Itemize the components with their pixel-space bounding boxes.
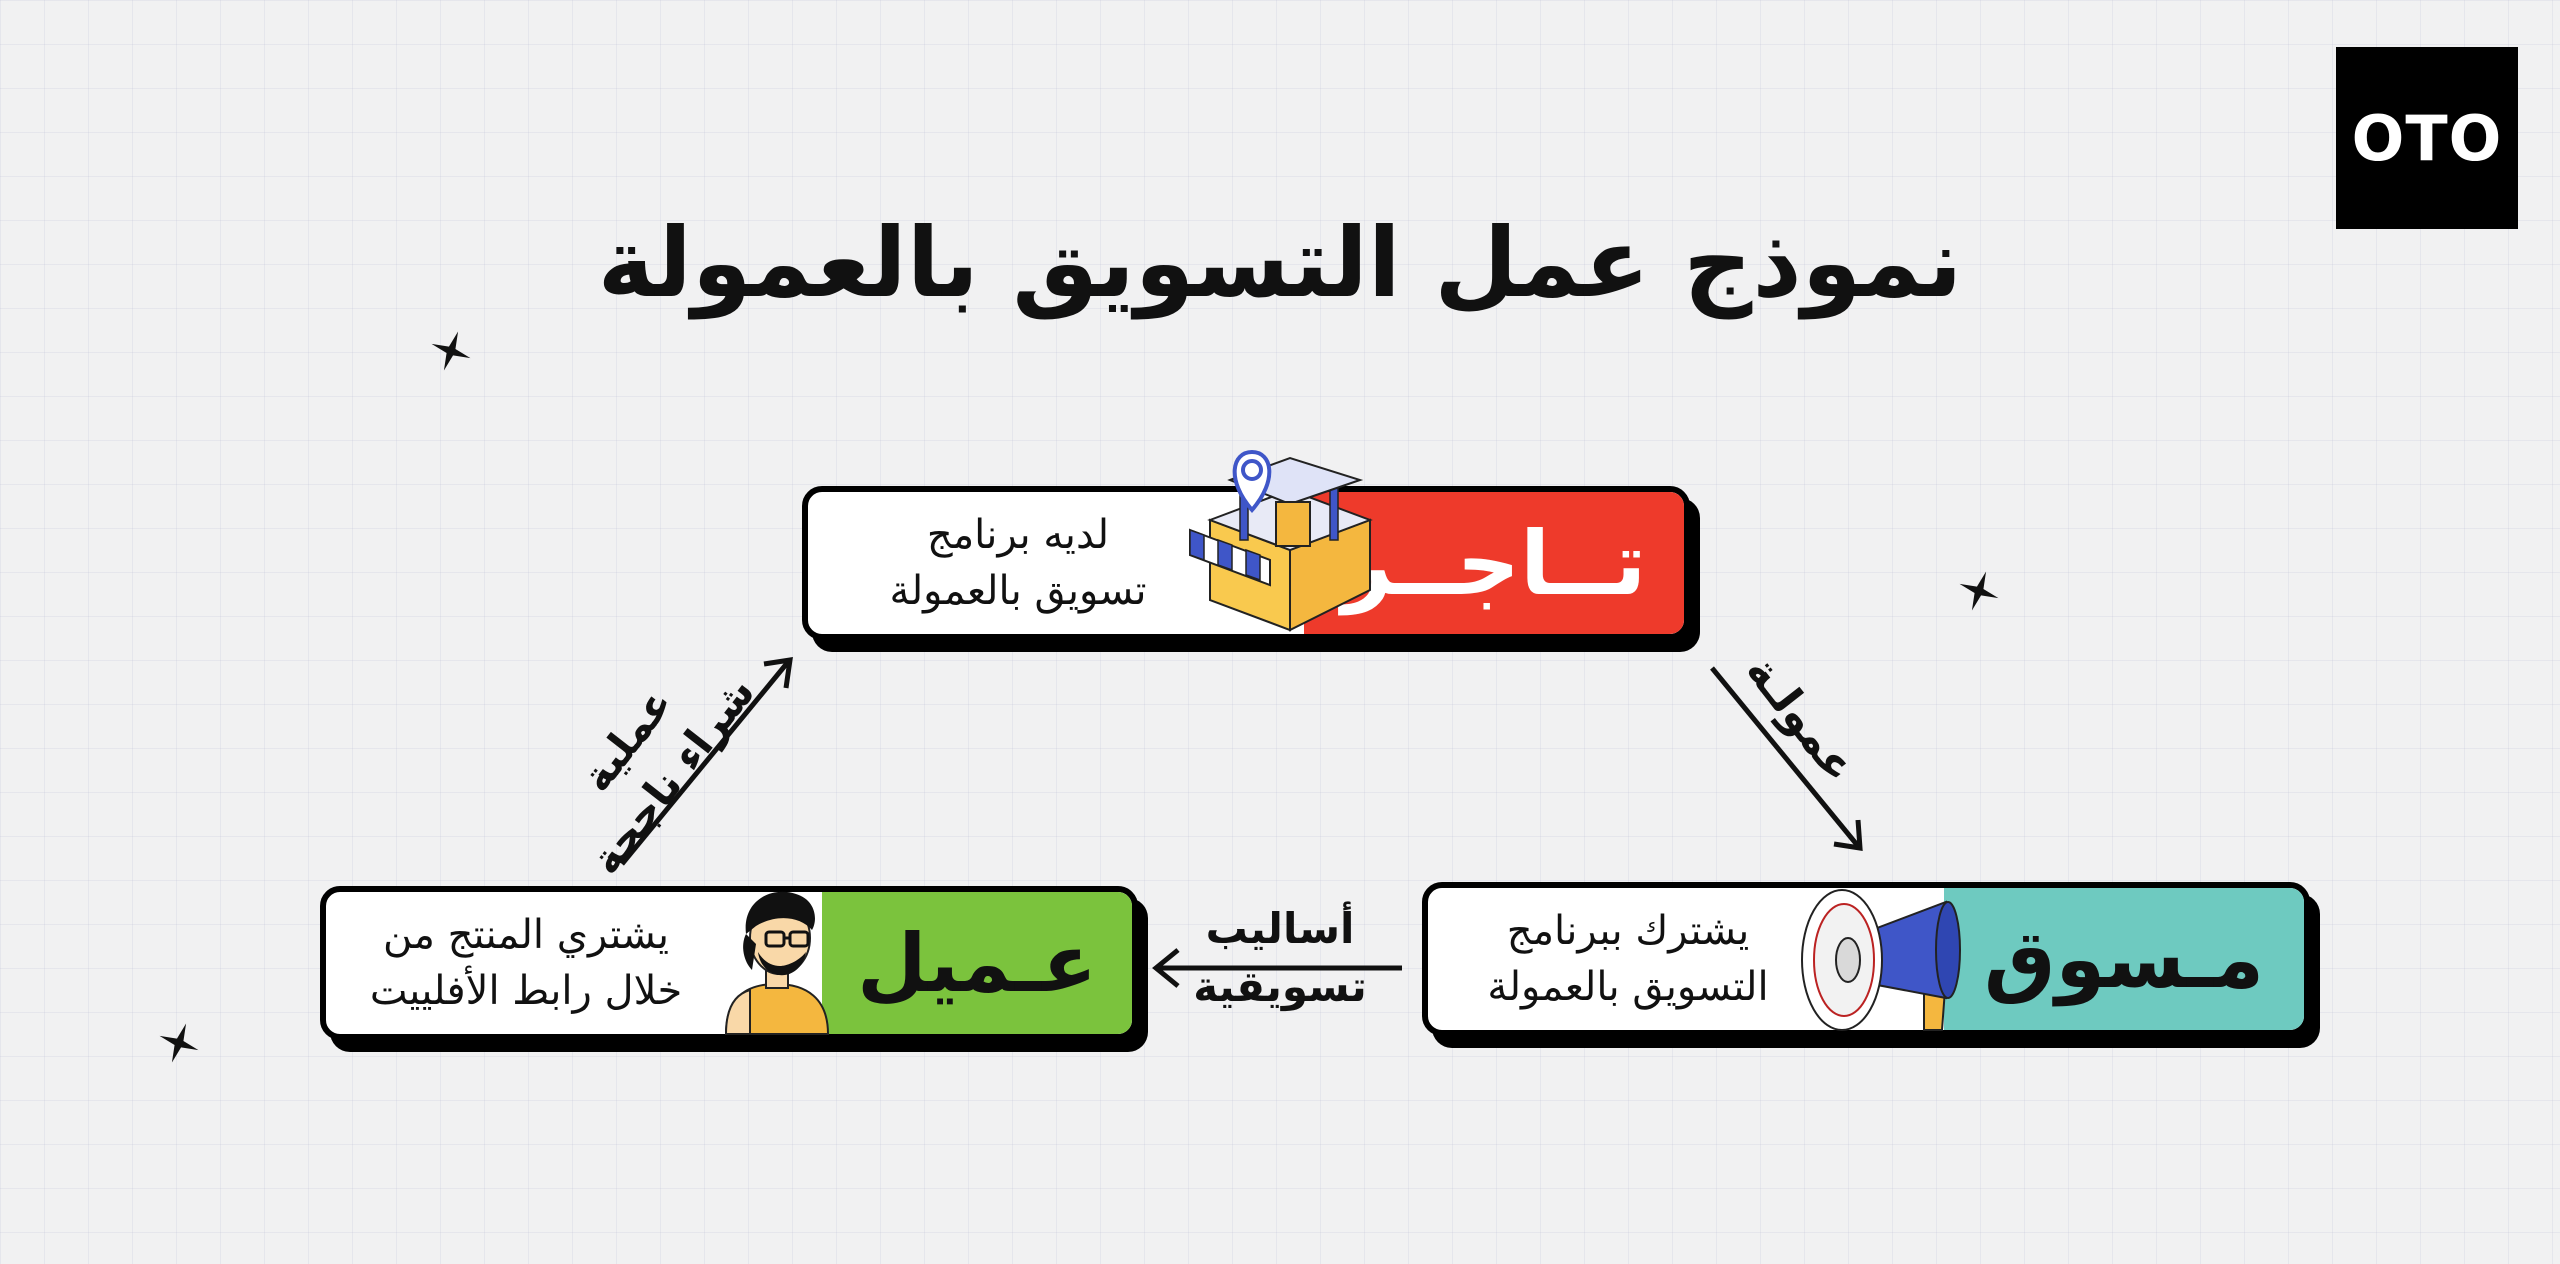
page-title: نموذج عمل التسويق بالعمولة	[597, 207, 1963, 319]
sparkle-icon	[1959, 571, 1999, 611]
logo-text: OTO	[2351, 101, 2503, 175]
customer-role: عـميل	[822, 892, 1132, 1034]
marketer-desc-line2: التسويق بالعمولة	[1487, 964, 1769, 1010]
merchant-desc-line1: لديه برنامج	[926, 512, 1110, 558]
sparkle-icon	[159, 1023, 199, 1063]
megaphone-icon	[1801, 889, 1961, 1031]
customer-desc-line2: خلال رابط الأفلييت	[369, 968, 683, 1014]
customer-avatar-icon	[724, 891, 830, 1035]
merchant-desc-line2: تسويق بالعمولة	[889, 568, 1147, 614]
oto-logo: OTO	[2336, 47, 2518, 229]
marketer-desc-line1: يشترك ببرنامج	[1506, 908, 1750, 954]
marketer-role: مـسوق	[1944, 888, 2304, 1030]
edge-label-marketing-methods: أساليب تسويقية	[1193, 904, 1367, 1011]
customer-desc-line1: يشتري المنتج من	[383, 912, 669, 958]
sparkle-icon	[431, 331, 471, 371]
marketer-role-label: مـسوق	[1984, 912, 2264, 1006]
merchant-description: لديه برنامج تسويق بالعمولة	[848, 492, 1188, 634]
marketer-description: يشترك ببرنامج التسويق بالعمولة	[1458, 888, 1798, 1030]
customer-role-label: عـميل	[857, 916, 1097, 1010]
storefront-icon	[1189, 449, 1373, 632]
merchant-role-label: تــاجــر	[1341, 511, 1647, 615]
customer-description: يشتري المنتج من خلال رابط الأفلييت	[346, 892, 706, 1034]
